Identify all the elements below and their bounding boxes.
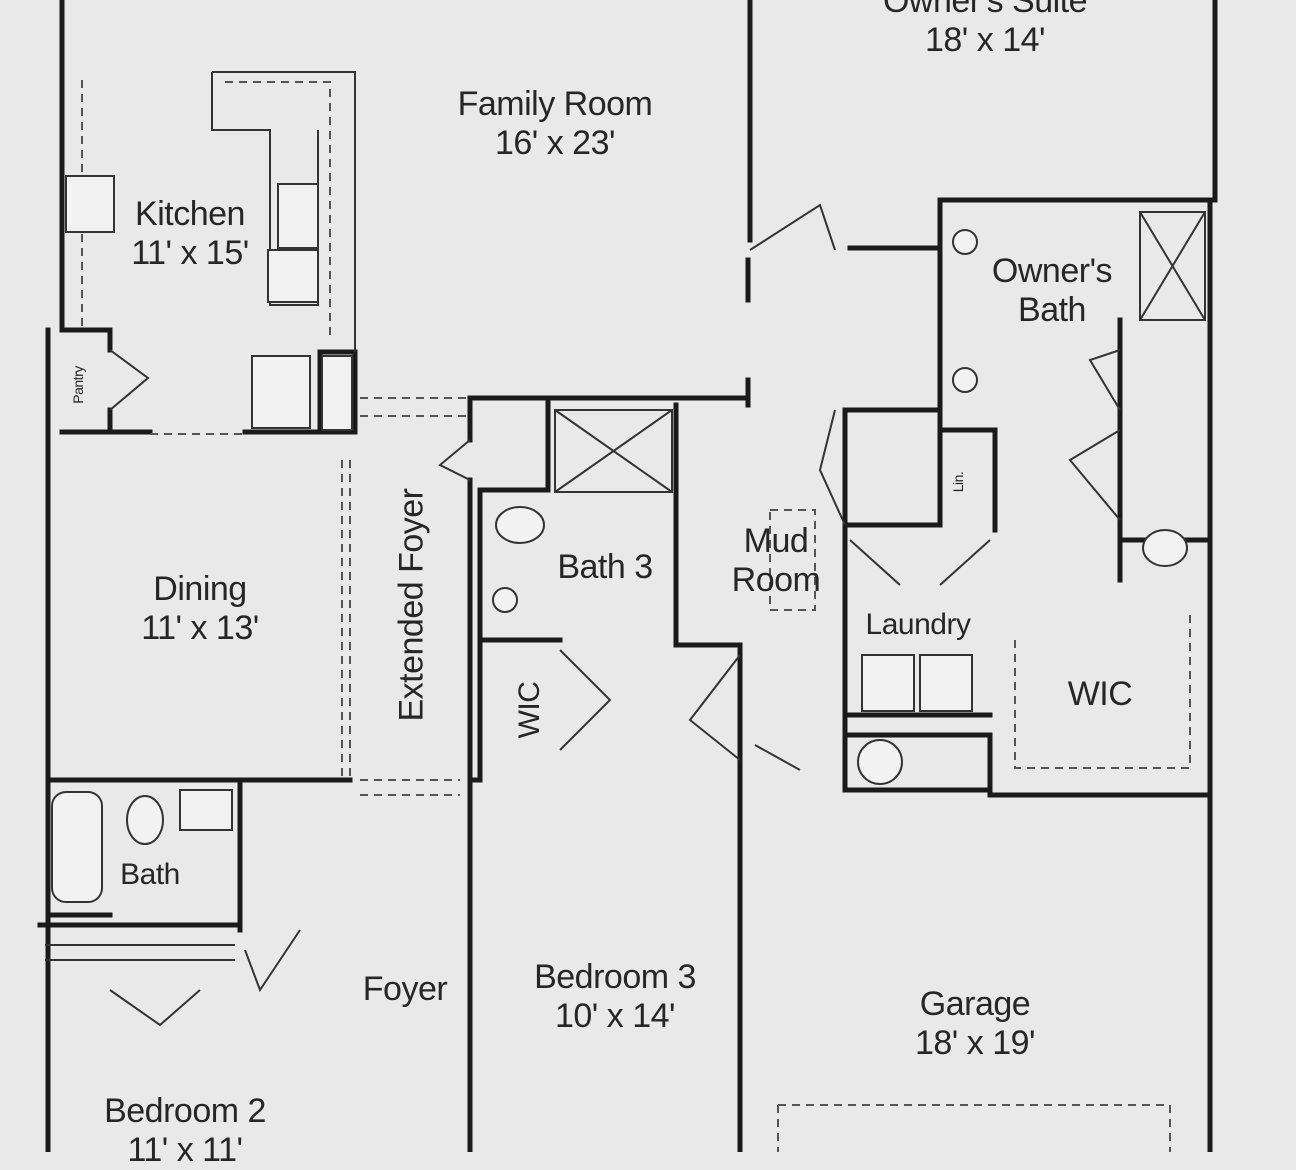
room-family-room-size: 16' x 23' [494, 124, 616, 163]
wall-owners-bath [847, 197, 1213, 583]
room-bed3-wic-name: WIC [512, 681, 546, 739]
room-mud-room-name: Mud Room [731, 522, 821, 600]
room-pantry: Pantry [70, 366, 86, 403]
room-owner-wic: WIC [1068, 675, 1133, 714]
wall-laundry [847, 712, 1213, 798]
exterior-wall-left [45, 0, 65, 1152]
kitchen-cabinet [321, 355, 353, 431]
wall-kitchen-bottom [242, 349, 358, 435]
sink-bath2 [179, 789, 233, 831]
room-bed3-wic: WIC [513, 682, 548, 739]
dryer [919, 654, 973, 712]
room-dining: Dining 11' x 13' [141, 570, 259, 648]
room-owners-suite-name: Owner's Suite [882, 0, 1088, 20]
owner-toilet [1142, 529, 1188, 567]
room-garage-name: Garage [919, 985, 1031, 1023]
room-bedroom3: Bedroom 3 10' x 14' [534, 958, 696, 1036]
closet-bed2 [45, 944, 235, 961]
dining-foyer-opening [341, 460, 351, 780]
room-owner-wic-name: WIC [1067, 675, 1133, 713]
room-bedroom2-size: 11' x 11' [127, 1131, 243, 1170]
garage-door [777, 1104, 1171, 1152]
wall-bath3 [467, 402, 743, 783]
door-swing [109, 203, 1121, 1027]
room-bedroom3-size: 10' x 14' [554, 997, 676, 1036]
room-owners-suite-size: 18' x 14' [924, 21, 1046, 60]
room-bedroom2-name: Bedroom 2 [104, 1092, 266, 1130]
exterior-wall-right [1207, 0, 1218, 1152]
room-bedroom2: Bedroom 2 11' x 11' [104, 1092, 266, 1170]
room-bath: Bath [120, 858, 180, 893]
shower-bath3 [554, 409, 673, 493]
room-mud-room: Mud Room [726, 522, 826, 600]
owner-wic-shelving [1014, 610, 1191, 769]
room-foyer-name: Foyer [362, 970, 448, 1008]
wall-mud-room [737, 407, 993, 798]
room-family-room-name: Family Room [457, 85, 653, 123]
room-extended-foyer-name: Extended Foyer [392, 488, 431, 722]
room-foyer: Foyer [362, 970, 448, 1009]
kitchen-foyer-opening [360, 397, 470, 417]
room-bath-name: Bath [120, 858, 180, 891]
owner-sink-1 [952, 229, 978, 255]
room-dining-size: 11' x 13' [141, 609, 259, 648]
room-extended-foyer: Extended Foyer [392, 488, 431, 721]
mud-room-bench [769, 509, 816, 611]
room-bath3-name: Bath 3 [557, 548, 653, 586]
kitchen-counter-dashes [81, 80, 331, 340]
room-laundry-name: Laundry [865, 608, 971, 641]
toilet-bath2 [126, 795, 164, 845]
wall-pantry [59, 327, 153, 435]
washer [861, 654, 915, 712]
wall-center [467, 395, 751, 1152]
room-family-room: Family Room 16' x 23' [458, 85, 653, 163]
kitchen-sink [277, 183, 319, 249]
room-kitchen-size: 11' x 15' [131, 234, 249, 273]
room-garage-size: 18' x 19' [914, 1024, 1036, 1063]
owner-sink-2 [952, 367, 978, 393]
dishwasher [267, 249, 319, 303]
bathtub [51, 791, 103, 903]
room-owners-bath: Owner's Bath [982, 252, 1122, 330]
room-kitchen-name: Kitchen [135, 195, 245, 233]
room-bedroom3-name: Bedroom 3 [534, 958, 696, 996]
room-linen-name: Lin. [949, 471, 966, 493]
room-bath3: Bath 3 [557, 548, 653, 587]
fridge [251, 355, 311, 429]
owner-shower [1139, 211, 1206, 321]
room-garage: Garage 18' x 19' [914, 985, 1036, 1063]
range [65, 175, 115, 233]
room-laundry: Laundry [866, 608, 971, 643]
sink-bath3 [492, 587, 518, 613]
room-linen: Lin. [950, 472, 966, 493]
room-dining-name: Dining [153, 570, 247, 608]
wall-bath2 [37, 782, 243, 933]
toilet-bath3 [495, 506, 545, 544]
foyer-opening [360, 779, 460, 796]
room-owners-suite: Owner's Suite 18' x 14' [882, 0, 1088, 60]
room-pantry-name: Pantry [69, 366, 86, 404]
room-kitchen: Kitchen 11' x 15' [131, 195, 249, 273]
water-heater [857, 739, 903, 785]
room-owners-bath-name: Owner's Bath [991, 252, 1113, 330]
